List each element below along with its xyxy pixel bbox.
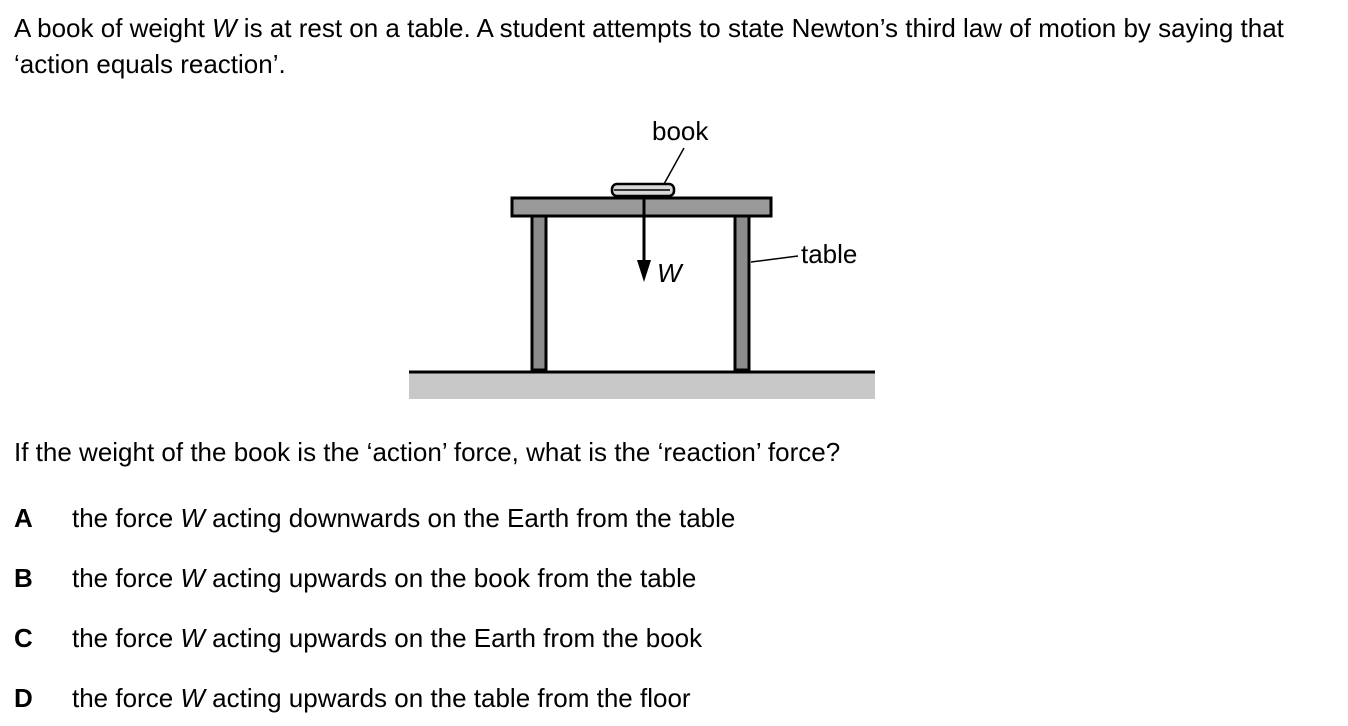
option-text: the force W acting upwards on the Earth … bbox=[72, 623, 703, 653]
stem-variable-w: W bbox=[212, 13, 237, 43]
table-leg-right bbox=[733, 214, 751, 372]
option-text: the force W acting upwards on the book f… bbox=[72, 563, 697, 593]
option-letter: C bbox=[14, 623, 33, 653]
option-letter: A bbox=[14, 503, 33, 533]
option-letter: D bbox=[14, 683, 33, 713]
book-label: book bbox=[652, 116, 709, 146]
stem-text-1: A book of weight bbox=[14, 13, 213, 43]
floor bbox=[409, 372, 875, 399]
option-letter: B bbox=[14, 563, 33, 593]
stem-text-2: is at rest on a table. A student attempt… bbox=[14, 13, 1284, 79]
book-table-diagram: book table W bbox=[400, 108, 890, 408]
table-leader-line bbox=[750, 255, 799, 263]
table-label: table bbox=[801, 239, 858, 269]
option-text: the force W acting upwards on the table … bbox=[72, 683, 691, 713]
question-text: If the weight of the book is the ‘action… bbox=[14, 437, 841, 467]
table-leg-left bbox=[530, 214, 548, 372]
question-stem: A book of weight W is at rest on a table… bbox=[14, 10, 1339, 82]
weight-label: W bbox=[657, 258, 682, 288]
diagram-drawing bbox=[409, 147, 875, 399]
book-leader-line bbox=[663, 147, 685, 185]
weight-arrow-head bbox=[637, 260, 651, 282]
table-top bbox=[510, 196, 773, 218]
option-text: the force W acting downwards on the Eart… bbox=[72, 503, 736, 533]
